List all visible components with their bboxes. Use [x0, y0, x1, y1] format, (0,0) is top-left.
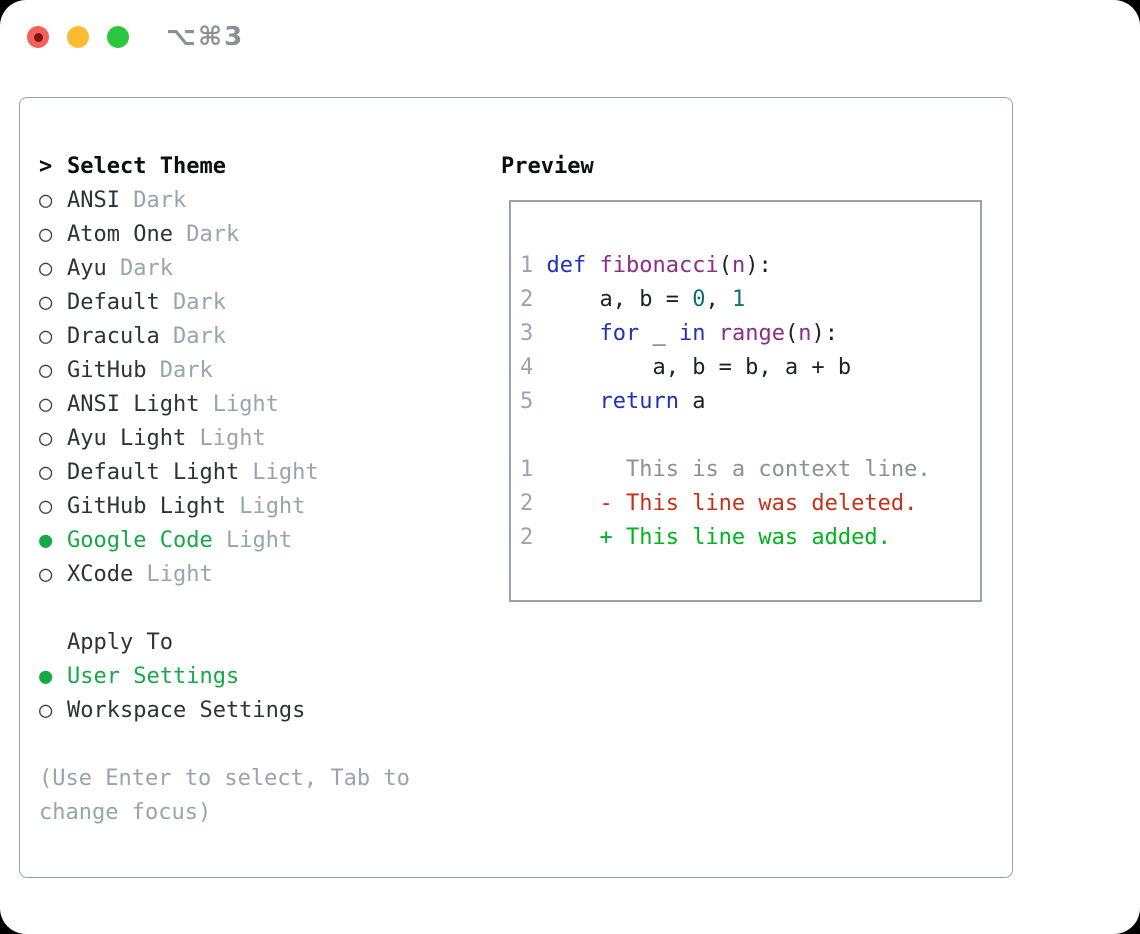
apply-to-header: Apply To [39, 626, 410, 660]
theme-list: ○ ANSI Dark ○ Atom One Dark ○ Ayu Dark ○ Defaul… [39, 184, 410, 592]
theme-option-ansi[interactable]: ○ ANSI Dark [39, 184, 410, 218]
radio-icon: ○ [39, 460, 53, 485]
radio-selected-icon: ● [39, 664, 53, 689]
traffic-lights [27, 26, 129, 48]
theme-option-ansi-label: ANSI Dark [67, 188, 187, 213]
theme-option-xcode-label: XCode Light [67, 562, 213, 587]
select-theme-title: Select Theme [67, 154, 226, 179]
code-line: 1 This is a context line. [520, 457, 931, 482]
code-preview: 1 def fibonacci(n): 2 a, b = 0, 1 3 for _ … [511, 202, 980, 555]
apply-option-workspace-settings[interactable]: ○ Workspace Settings [39, 694, 410, 728]
radio-icon: ○ [39, 698, 53, 723]
radio-icon: ○ [39, 392, 53, 417]
theme-option-google-code-label: Google Code Light [67, 528, 293, 553]
code-line: 1 def fibonacci(n): [520, 253, 772, 278]
theme-option-atom-one-label: Atom One Dark [67, 222, 240, 247]
code-line: 4 a, b = b, a + b [520, 355, 852, 380]
apply-to-list: ● User Settings ○ Workspace Settings [39, 660, 410, 728]
apply-option-user-settings-label: User Settings [67, 664, 240, 689]
radio-icon: ○ [39, 222, 53, 247]
radio-selected-icon: ● [39, 528, 53, 553]
code-line: 5 return a [520, 389, 706, 414]
close-icon [33, 32, 43, 42]
code-line: 2 - This line was deleted. [520, 491, 918, 516]
radio-icon: ○ [39, 562, 53, 587]
radio-icon: ○ [39, 188, 53, 213]
theme-option-default-label: Default Dark [67, 290, 226, 315]
radio-icon: ○ [39, 290, 53, 315]
theme-option-github[interactable]: ○ GitHub Dark [39, 354, 410, 388]
radio-icon: ○ [39, 358, 53, 383]
select-theme-header: > Select Theme [39, 150, 410, 184]
close-button[interactable] [27, 26, 49, 48]
theme-option-ayu-light-label: Ayu Light Light [67, 426, 266, 451]
preview-pane: 1 def fibonacci(n): 2 a, b = 0, 1 3 for _ … [509, 200, 982, 602]
theme-option-github-light-label: GitHub Light Light [67, 494, 306, 519]
window-title: ⌥⌘3 [166, 22, 245, 52]
code-line [520, 419, 980, 453]
theme-selector: > Select Theme ○ ANSI Dark ○ Atom One Dark ○ A… [39, 150, 410, 830]
radio-icon: ○ [39, 494, 53, 519]
theme-option-dracula[interactable]: ○ Dracula Dark [39, 320, 410, 354]
theme-option-dracula-label: Dracula Dark [67, 324, 226, 349]
apply-option-workspace-settings-label: Workspace Settings [67, 698, 306, 723]
theme-option-github-light[interactable]: ○ GitHub Light Light [39, 490, 410, 524]
minimize-button[interactable] [67, 26, 89, 48]
code-line: 3 for _ in range(n): [520, 321, 838, 346]
theme-option-xcode[interactable]: ○ XCode Light [39, 558, 410, 592]
theme-dialog: > Select Theme ○ ANSI Dark ○ Atom One Dark ○ A… [19, 97, 1013, 878]
apply-option-user-settings[interactable]: ● User Settings [39, 660, 410, 694]
theme-option-default-light[interactable]: ○ Default Light Light [39, 456, 410, 490]
spacer [39, 592, 410, 626]
apply-to-title: Apply To [67, 630, 173, 655]
theme-option-atom-one[interactable]: ○ Atom One Dark [39, 218, 410, 252]
theme-option-ansi-light[interactable]: ○ ANSI Light Light [39, 388, 410, 422]
radio-icon: ○ [39, 426, 53, 451]
theme-option-github-label: GitHub Dark [67, 358, 213, 383]
theme-option-ayu[interactable]: ○ Ayu Dark [39, 252, 410, 286]
theme-option-ansi-light-label: ANSI Light Light [67, 392, 279, 417]
radio-icon: ○ [39, 324, 53, 349]
theme-option-ayu-light[interactable]: ○ Ayu Light Light [39, 422, 410, 456]
zoom-button[interactable] [107, 26, 129, 48]
code-line: 2 a, b = 0, 1 [520, 287, 746, 312]
code-line: 2 + This line was added. [520, 525, 891, 550]
radio-icon: ○ [39, 256, 53, 281]
theme-option-google-code[interactable]: ● Google Code Light [39, 524, 410, 558]
theme-option-default[interactable]: ○ Default Dark [39, 286, 410, 320]
preview-title: Preview [501, 154, 594, 179]
focus-cursor-icon: > [39, 154, 53, 179]
theme-option-default-light-label: Default Light Light [67, 460, 319, 485]
theme-option-ayu-label: Ayu Dark [67, 256, 173, 281]
spacer [39, 728, 410, 762]
